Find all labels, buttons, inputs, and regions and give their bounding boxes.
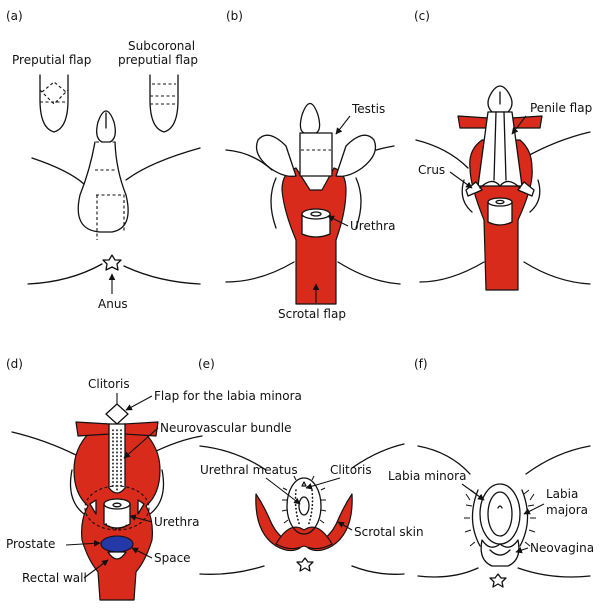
labia-flap-left	[75, 421, 111, 437]
label-flap-labia-minora: Flap for the labia minora	[154, 389, 302, 403]
panel-b: (b) Testis Urethra Scrotal flap	[225, 9, 401, 321]
urethra-b	[301, 213, 331, 238]
label-urethra-b: Urethra	[350, 219, 395, 233]
label-rectal-wall: Rectal wall	[22, 571, 87, 585]
thigh-left-contour	[31, 157, 85, 185]
label-crus: Crus	[418, 163, 445, 177]
labia-outline-e	[286, 477, 322, 535]
urethra-d	[103, 503, 131, 529]
label-urethral-meatus: Urethral meatus	[200, 463, 298, 477]
label-scrotal-skin: Scrotal skin	[354, 525, 424, 539]
label-neovagina: Neovagina	[530, 541, 594, 555]
urethra-c	[487, 201, 513, 226]
thigh-right-contour	[125, 147, 201, 181]
subcoronal-flap-shape	[149, 74, 179, 133]
label-clitoris-d: Clitoris	[88, 377, 130, 391]
panel-f: (f) Labia minora Labia majora Neovagina	[388, 357, 594, 588]
anus-mark-f	[489, 573, 507, 588]
label-clitoris-e: Clitoris	[330, 463, 372, 477]
label-space: Space	[154, 551, 191, 565]
panel-c: (c) Penile flap Crus	[414, 9, 592, 291]
labia-flap-right	[123, 421, 159, 437]
label-labia-minora: Labia minora	[388, 469, 466, 483]
panel-a: (a) Preputial flap Subcoronal preputial …	[6, 9, 201, 311]
label-testis: Testis	[351, 102, 385, 116]
label-prostate: Prostate	[6, 537, 55, 551]
labia-minora-f	[479, 483, 521, 545]
label-penile-flap: Penile flap	[530, 101, 592, 115]
neovagina-f	[480, 539, 520, 567]
penis-outline	[77, 110, 129, 240]
panel-e: (e) Urethral meatus Clitoris Scrotal ski…	[198, 357, 424, 575]
panel-b-letter: (b)	[226, 9, 243, 23]
label-neurovascular-bundle: Neurovascular bundle	[160, 421, 291, 435]
glans-b	[299, 102, 321, 134]
prostate-space-blue	[100, 535, 134, 553]
label-preputial-flap: Preputial flap	[12, 53, 91, 67]
label-labia-majora-line1: Labia	[546, 487, 578, 501]
rectal-wall-white	[107, 551, 127, 560]
clitoris-d	[105, 403, 129, 425]
panel-a-letter: (a)	[6, 9, 23, 23]
buttock-left-contour	[27, 263, 103, 285]
panel-c-letter: (c)	[414, 9, 430, 23]
panel-e-letter: (e)	[198, 357, 215, 371]
anus-mark	[102, 254, 122, 271]
panel-d: (d) Clitoris Flap for the labia minora N…	[6, 357, 302, 601]
anus-mark-e	[296, 557, 314, 572]
label-scrotal-flap: Scrotal flap	[278, 307, 346, 321]
label-subcoronal-line2: preputial flap	[118, 53, 198, 67]
label-labia-majora-line2: majora	[546, 503, 588, 517]
label-anus: Anus	[98, 297, 128, 311]
testis-right	[335, 134, 377, 177]
panel-d-letter: (d)	[6, 357, 23, 371]
buttock-right-contour	[123, 265, 201, 285]
panel-f-letter: (f)	[414, 357, 428, 371]
testis-left	[255, 134, 297, 177]
label-urethra-d: Urethra	[154, 515, 199, 529]
label-subcoronal-line1: Subcoronal	[128, 39, 195, 53]
preputial-flap-shape	[39, 74, 69, 133]
